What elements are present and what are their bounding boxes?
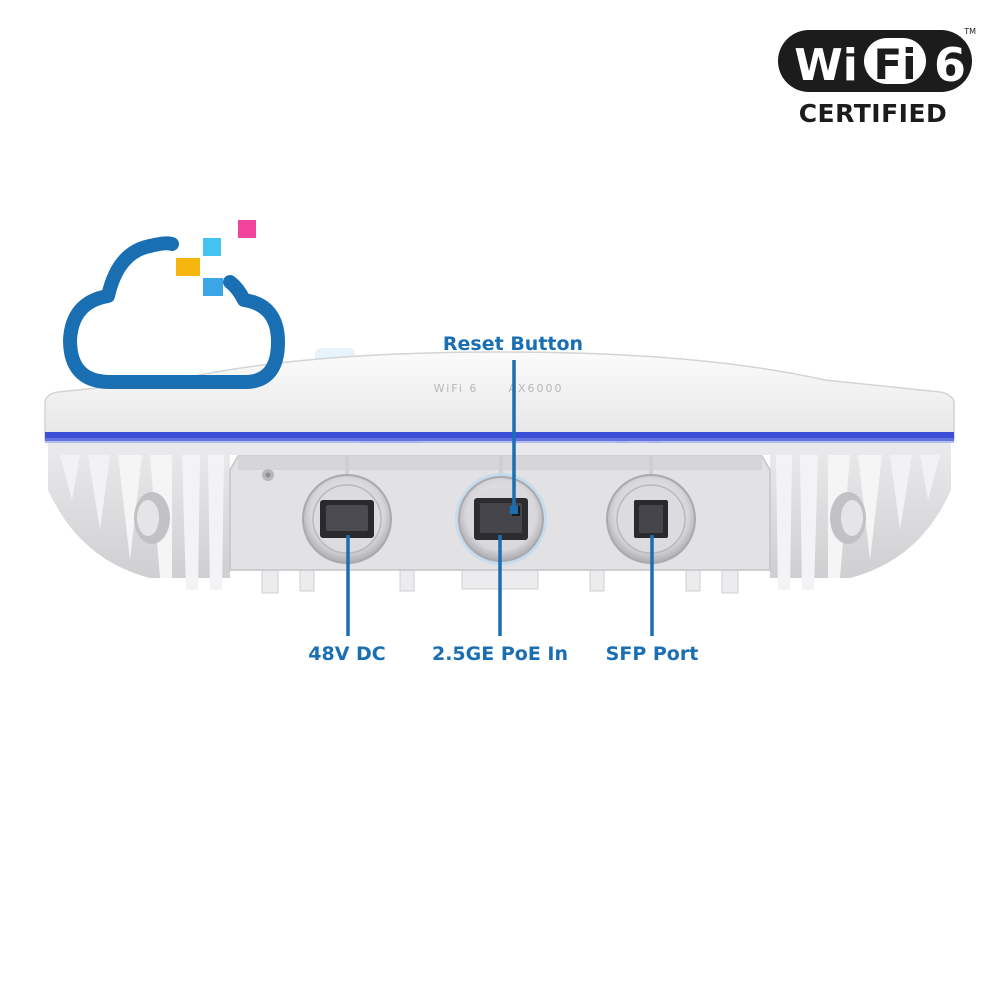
cloud-icon [63,220,285,389]
pixel-square-blue [203,278,223,296]
dc-port-label: 48V DC [308,643,386,665]
pixel-square-pink [238,220,256,238]
wifi6-certified-logo: Wi Fi 6 TM CERTIFIED [778,27,976,128]
pixel-square-yellow [176,258,200,276]
logo-certified: CERTIFIED [799,99,948,128]
logo-tm: TM [963,27,976,36]
dc-port [302,474,392,564]
pixel-square-cyan [203,238,221,256]
device-top [44,351,955,441]
access-point-device: WiFi 6 AX6000 [44,351,955,594]
sfp-port-label: SFP Port [605,643,699,665]
device-bezel [48,443,951,455]
logo-fi: Fi [873,40,916,89]
logo-wi: Wi [794,40,858,91]
device-brand-mark: WiFi 6 [434,382,479,395]
right-heatsink-fins [770,455,951,590]
logo-six: 6 [934,38,966,92]
left-heatsink-fins [48,455,230,590]
device-model-mark: AX6000 [508,382,563,395]
led-strip [45,432,954,441]
callout-lines [346,360,654,636]
sfp-port [606,474,696,564]
reset-button-label: Reset Button [442,333,584,355]
poe-port [455,473,547,565]
poe-port-label: 2.5GE PoE In [431,643,569,665]
